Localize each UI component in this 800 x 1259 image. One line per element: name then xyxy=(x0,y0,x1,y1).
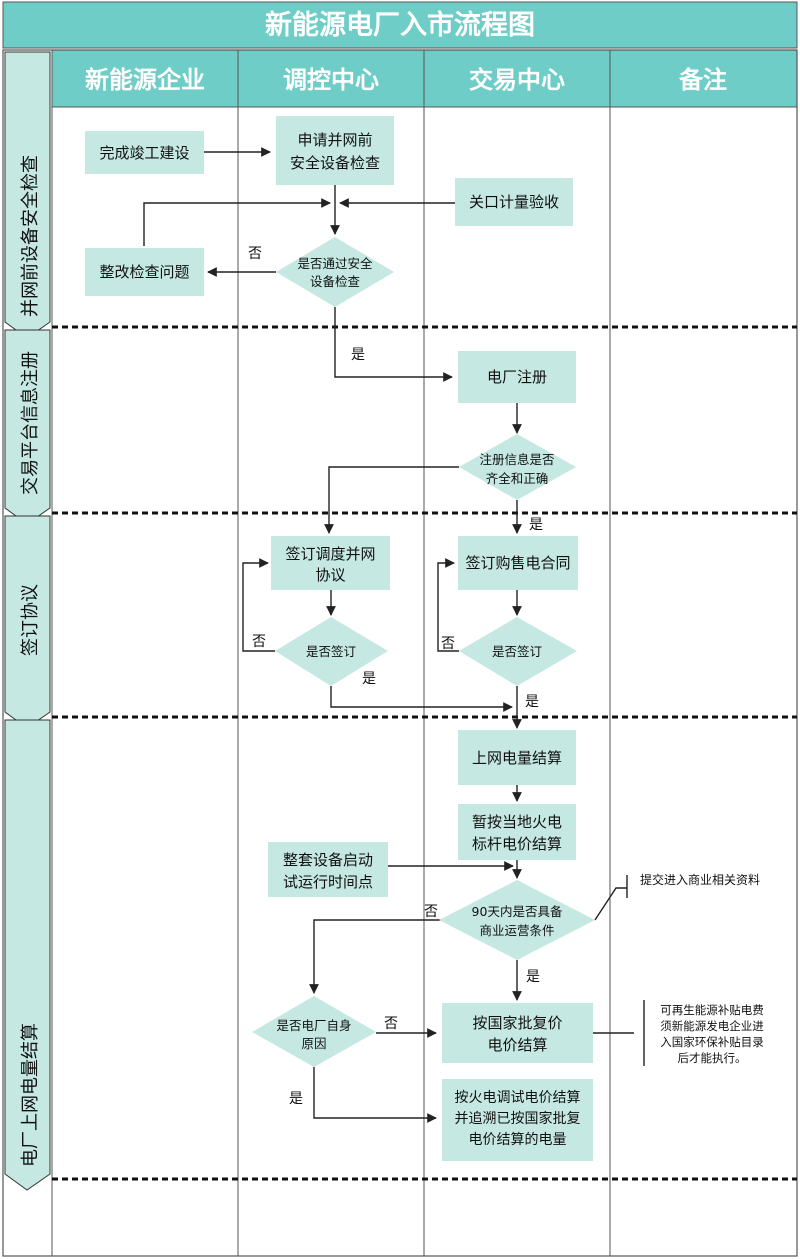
process-node xyxy=(455,178,573,226)
node-text: 整改检查问题 xyxy=(99,263,189,281)
note-commercial-docs: 提交进入商业相关资料 xyxy=(640,872,760,887)
decision-node xyxy=(459,434,576,500)
decision-node xyxy=(275,617,388,686)
node-text: 是否通过安全 xyxy=(297,256,373,271)
node-text: 是否电厂自身 xyxy=(276,1018,351,1033)
branch-label-no: 否 xyxy=(384,1016,398,1032)
branch-label-yes: 是 xyxy=(525,694,539,710)
note-subsidy: 后才能执行。 xyxy=(678,1051,747,1065)
node-text: 齐全和正确 xyxy=(486,471,549,486)
stage-band-4 xyxy=(4,719,51,1191)
note-subsidy: 须新能源发电企业进 xyxy=(660,1019,764,1033)
node-text: 设备检查 xyxy=(310,274,361,289)
node-text: 完成竣工建设 xyxy=(99,144,189,162)
branch-label-yes: 是 xyxy=(526,969,540,985)
node-text: 原因 xyxy=(301,1036,326,1051)
branch-label-yes: 是 xyxy=(351,347,365,363)
branch-label-yes: 是 xyxy=(529,517,543,533)
process-node xyxy=(458,804,576,860)
stage-label-1: 并网前设备安全检查 xyxy=(20,155,41,317)
title-bar xyxy=(2,1,798,49)
branch-label-no: 否 xyxy=(441,636,455,652)
decision-node xyxy=(459,617,577,686)
process-node xyxy=(85,248,204,296)
column-header-enterprise: 新能源企业 xyxy=(85,66,205,94)
process-node xyxy=(271,536,390,590)
branch-label-no: 否 xyxy=(424,904,438,920)
diagram-title: 新能源电厂入市流程图 xyxy=(265,9,535,41)
node-text: 标杆电价结算 xyxy=(472,835,562,853)
node-text: 协议 xyxy=(315,566,345,584)
node-text: 按火电调试电价结算 xyxy=(455,1090,581,1106)
process-node xyxy=(442,1003,593,1063)
branch-label-yes: 是 xyxy=(289,1091,303,1107)
node-text: 并追溯已按国家批复 xyxy=(455,1110,581,1127)
column-header-trading: 交易中心 xyxy=(469,66,565,94)
node-text: 是否签订 xyxy=(306,644,356,659)
process-node xyxy=(458,730,576,785)
node-text: 签订调度并网 xyxy=(285,545,375,563)
node-text: 注册信息是否 xyxy=(479,452,554,467)
node-text: 签订购售电合同 xyxy=(465,554,570,572)
process-node xyxy=(458,351,576,403)
node-text: 试运行时间点 xyxy=(283,873,373,891)
process-node xyxy=(268,842,388,897)
branch-label-yes: 是 xyxy=(362,671,376,687)
stage-label-2: 交易平台信息注册 xyxy=(20,351,41,495)
node-text: 是否签订 xyxy=(492,644,542,659)
process-node xyxy=(458,536,578,590)
stage-label-3: 签订协议 xyxy=(20,584,41,656)
node-text: 电厂注册 xyxy=(487,368,547,386)
node-text: 电价结算 xyxy=(487,1036,547,1054)
node-text: 按国家批复价 xyxy=(472,1014,562,1032)
decision-node xyxy=(276,237,394,307)
note-subsidy: 入国家环保补贴目录 xyxy=(660,1035,764,1049)
column-header-dispatch: 调控中心 xyxy=(283,66,379,94)
branch-label-no: 否 xyxy=(248,246,262,262)
node-text: 电价结算的电量 xyxy=(469,1132,567,1148)
node-text: 暂按当地火电 xyxy=(472,813,562,831)
decision-node xyxy=(252,996,376,1067)
node-text: 上网电量结算 xyxy=(472,749,562,767)
note-subsidy: 可再生能源补贴电费 xyxy=(660,1003,764,1017)
column-header-notes: 备注 xyxy=(678,66,727,94)
node-text: 关口计量验收 xyxy=(469,193,559,211)
stage-label-4: 电厂上网电量结算 xyxy=(20,1023,41,1167)
node-text: 商业运营条件 xyxy=(479,923,554,938)
decision-node xyxy=(439,880,595,960)
node-text: 整套设备启动 xyxy=(283,851,373,869)
branch-label-no: 否 xyxy=(252,634,266,650)
process-node xyxy=(85,131,204,174)
process-node xyxy=(442,1079,593,1161)
node-text: 90天内是否具备 xyxy=(472,904,563,919)
process-node xyxy=(276,116,394,185)
node-text: 申请并网前 xyxy=(297,131,372,149)
node-text: 安全设备检查 xyxy=(290,154,380,172)
